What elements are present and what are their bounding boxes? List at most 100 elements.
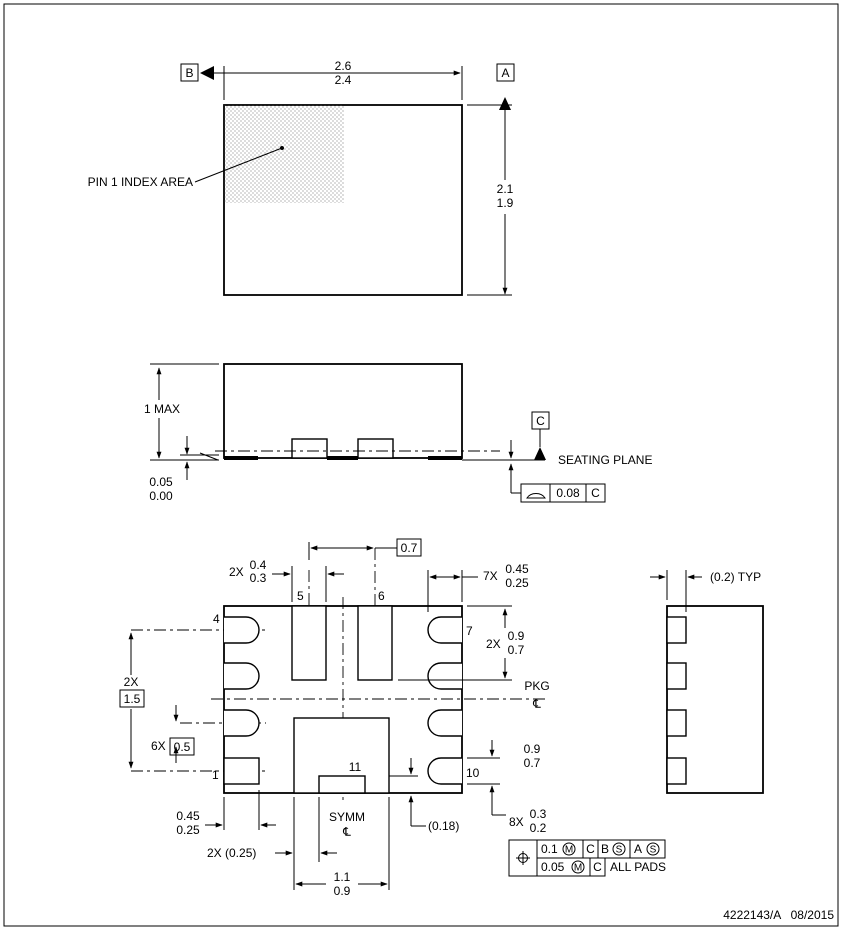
fcf-row2-datum: C (593, 860, 602, 874)
side-terminal-right (428, 456, 462, 460)
width-max: 2.6 (335, 59, 352, 73)
pad-width-prefix: 8X (509, 815, 524, 829)
seating-plane-label: SEATING PLANE (558, 453, 652, 467)
pad-pin6 (357, 605, 393, 681)
pad-pin2 (224, 709, 260, 737)
pad-length-max: 0.45 (505, 562, 529, 576)
datum-c-triangle (534, 447, 546, 460)
fcf-row1-mod: M (565, 845, 573, 856)
pkg-label: PKG (524, 679, 549, 693)
pin-label-6: 6 (378, 589, 385, 603)
datum-b-triangle (200, 66, 214, 80)
datum-a-label: A (501, 66, 509, 80)
tab-gap-label: 2X (0.25) (207, 846, 256, 860)
side-view: 1 MAX 0.05 0.00 C SEATING PLANE 0.08 C (141, 363, 652, 503)
pad-pin1 (223, 757, 260, 785)
standoff-leader (199, 452, 219, 461)
fcf-row1-datum3-mod: S (650, 845, 657, 856)
standoff-max: 0.05 (149, 475, 173, 489)
height-max: 2.1 (497, 182, 514, 196)
flatness-datum: C (591, 486, 600, 500)
pin1-leader (194, 147, 283, 183)
pad-pin5 (291, 605, 327, 681)
pad6-length-max: 0.9 (508, 629, 525, 643)
thermal-width-min: 0.9 (334, 884, 351, 898)
pin-label-5: 5 (297, 589, 304, 603)
pin-span-prefix: 2X (124, 675, 139, 689)
pitch-07-box (396, 538, 422, 557)
pad10-dim-min: 0.7 (524, 756, 541, 770)
pitch-05-box (169, 737, 195, 756)
pitch-05-prefix: 6X (151, 739, 166, 753)
pin-label-10: 10 (466, 766, 480, 780)
pad-pin10 (427, 757, 462, 785)
side-terminal-mid (327, 456, 358, 460)
fcf-row1-tol: 0.1 (541, 842, 558, 856)
pitch-07-value: 0.7 (401, 541, 418, 555)
bottom-view: 11 4 1 5 6 7 10 2X 0.4 0.3 0.7 7X 0.45 0… (118, 538, 666, 900)
pin-label-4: 4 (213, 612, 220, 626)
end-pad-4 (666, 757, 687, 785)
symm-label: SYMM (329, 810, 365, 824)
fcf-row1-datum2: B (601, 842, 609, 856)
pad10-dim-max: 0.9 (524, 742, 541, 756)
width-min: 2.4 (335, 73, 352, 87)
datum-b-label: B (185, 66, 193, 80)
doc-number: 4222143/A 08/2015 (723, 908, 834, 922)
fcf-row2-tol: 0.05 (541, 860, 565, 874)
end-pad-3 (666, 709, 687, 737)
end-view: (0.2) TYP (650, 570, 764, 794)
top-view: PIN 1 INDEX AREA B 2.6 2.4 A 2.1 1.9 (88, 59, 516, 296)
fcf-row1-datum2-mod: S (616, 845, 623, 856)
datum-a-box (496, 63, 515, 82)
pad-width-min: 0.2 (530, 821, 547, 835)
pad-width-max: 0.3 (530, 807, 547, 821)
side-view-body (223, 363, 463, 459)
pad6-length-prefix: 2X (486, 637, 501, 651)
fcf-all-pads: ALL PADS (610, 860, 666, 874)
thermal-pad-tab (318, 775, 366, 794)
end-view-body (666, 605, 764, 794)
max-height-label: 1 MAX (144, 402, 180, 416)
pad-pin8 (427, 662, 462, 690)
pin-span-box (119, 689, 145, 708)
end-pad-2 (666, 662, 687, 690)
symm-cl-symbol: ℄ (342, 825, 351, 839)
pad-pin3 (224, 662, 260, 690)
pad-length-prefix: 7X (483, 569, 498, 583)
side-terminal-left (224, 456, 258, 460)
fcf-row1-datum3: A (634, 842, 642, 856)
datum-c-label: C (536, 414, 545, 428)
pin-label-11: 11 (349, 760, 362, 774)
standoff-min: 0.00 (149, 489, 173, 503)
pad6-length-min: 0.7 (508, 643, 525, 657)
tab-depth-label: (0.18) (428, 819, 459, 833)
pad-pin4 (224, 616, 260, 644)
pin1-label: PIN 1 INDEX AREA (88, 175, 193, 189)
end-typ-label: (0.2) TYP (710, 570, 761, 584)
pad-length-min: 0.25 (505, 576, 529, 590)
pad1-length-max: 0.45 (176, 809, 200, 823)
pkg-cl-symbol: ℄ (532, 697, 541, 711)
pad1-length-min: 0.25 (176, 823, 200, 837)
pin-span-value: 1.5 (124, 692, 141, 706)
datum-a-triangle (499, 97, 511, 110)
pad5-width-max: 0.4 (250, 558, 267, 572)
pad5-width-min: 0.3 (250, 571, 267, 585)
fcf-row1-datum1: C (586, 842, 595, 856)
pin-label-7: 7 (466, 624, 473, 638)
pad5-width-prefix: 2X (229, 565, 244, 579)
pin-label-1: 1 (212, 768, 219, 782)
surface-profile-icon (526, 493, 546, 499)
end-pad-1 (666, 616, 687, 644)
thermal-width-max: 1.1 (334, 870, 351, 884)
pin1-index-area (224, 105, 344, 203)
drawing-frame (3, 3, 839, 927)
pitch-05-value: 0.5 (174, 740, 191, 754)
height-min: 1.9 (497, 196, 514, 210)
flatness-value: 0.08 (556, 486, 580, 500)
fcf-row2-mod: M (574, 863, 582, 874)
datum-b-box (180, 63, 199, 82)
pad-pin9 (427, 709, 462, 737)
